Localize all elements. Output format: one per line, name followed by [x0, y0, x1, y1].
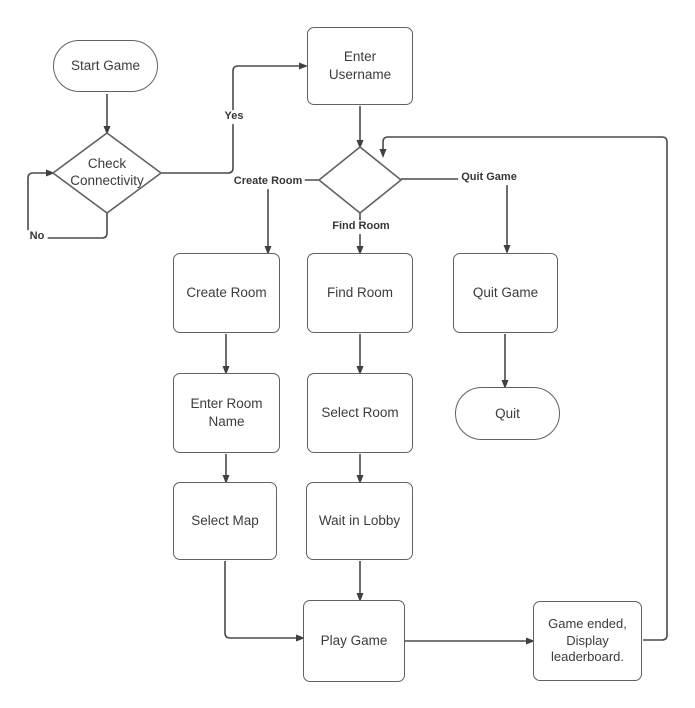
node-play-game: Play Game — [303, 600, 405, 682]
node-wait-in-lobby: Wait in Lobby — [306, 482, 413, 560]
node-check-connectivity-label: Check Connectivity — [70, 156, 144, 188]
node-quit: Quit — [455, 387, 560, 440]
edge-decision-to-quit-game — [401, 178, 511, 254]
node-check-connectivity-diamond — [51, 132, 163, 214]
node-create-room: Create Room — [173, 253, 280, 333]
edge-label-find-room: Find Room — [329, 220, 393, 234]
node-game-ended: Game ended, Display leaderboard. — [533, 601, 642, 681]
edge-game-ended-to-decision — [379, 136, 668, 641]
edge-label-create-room: Create Room — [230, 175, 306, 189]
node-decision-diamond — [317, 145, 403, 215]
node-quit-game: Quit Game — [453, 253, 558, 333]
node-find-room: Find Room — [307, 253, 413, 333]
edge-label-quit-game: Quit Game — [458, 171, 520, 185]
node-start-game: Start Game — [53, 40, 158, 92]
node-enter-username: Enter Username — [307, 27, 413, 105]
edge-decision-to-create-room — [264, 179, 319, 255]
node-select-room: Select Room — [307, 373, 413, 453]
node-select-map: Select Map — [173, 482, 277, 560]
edge-select-map-to-play-game — [224, 561, 305, 642]
edge-label-yes: Yes — [221, 110, 247, 124]
node-enter-room-name: Enter Room Name — [173, 373, 280, 453]
edge-label-no: No — [26, 230, 48, 244]
